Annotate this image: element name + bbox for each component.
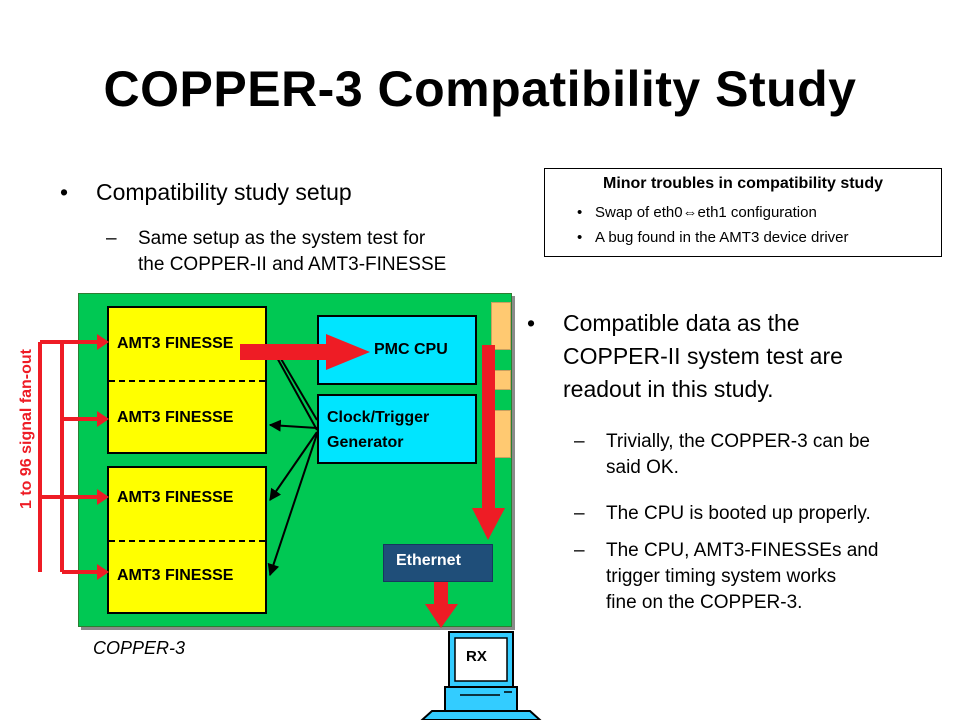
trouble-item: • A bug found in the AMT3 device driver bbox=[577, 229, 849, 246]
dash: – bbox=[574, 431, 585, 452]
sub-bullet-fine: – The CPU, AMT3-FINESSEs and trigger tim… bbox=[574, 538, 879, 616]
clock-line bbox=[269, 431, 318, 501]
finesse-label-3: AMT3 FINESSE bbox=[117, 489, 234, 506]
bullet-line: readout in this study. bbox=[563, 376, 774, 402]
finesse-divider bbox=[109, 540, 265, 542]
cpu-to-ethernet-arrow bbox=[472, 345, 505, 540]
finesse-label-4: AMT3 FINESSE bbox=[117, 567, 234, 584]
link-line bbox=[276, 351, 318, 421]
finesse-label-2: AMT3 FINESSE bbox=[117, 409, 234, 426]
bullet-dot: • bbox=[577, 204, 583, 221]
sub-bullet-line: trigger timing system works bbox=[606, 566, 837, 587]
finesse-label-1: AMT3 FINESSE bbox=[117, 335, 234, 352]
fanout-lines bbox=[38, 340, 100, 574]
clock-trigger-line: Clock/Trigger bbox=[327, 409, 430, 426]
bullet-setup-text: Compatibility study setup bbox=[96, 179, 352, 205]
sub-bullet-setup: – Same setup as the system test for the … bbox=[106, 226, 447, 278]
bullet-setup: • Compatibility study setup bbox=[60, 176, 352, 209]
pmc-cpu-label: PMC CPU bbox=[374, 341, 448, 358]
trouble-item-text: A bug found in the AMT3 device driver bbox=[595, 229, 849, 246]
dash: – bbox=[106, 228, 117, 249]
sub-bullet-line: fine on the COPPER-3. bbox=[606, 592, 803, 613]
dash: – bbox=[574, 540, 585, 561]
clock-line bbox=[267, 433, 318, 577]
bullet-dot: • bbox=[577, 229, 583, 246]
minor-troubles-title: Minor troubles in compatibility study bbox=[602, 175, 883, 192]
clock-trigger-box bbox=[317, 394, 477, 464]
sub-bullet-line: Trivially, the COPPER-3 can be bbox=[606, 431, 870, 452]
bullet-compatible: • Compatible data as the COPPER-II syste… bbox=[527, 307, 953, 406]
sub-bullet-line: said OK. bbox=[606, 457, 679, 478]
sub-bullet-line: The CPU, AMT3-FINESSEs and bbox=[606, 540, 879, 561]
fanout-label: 1 to 96 signal fan-out bbox=[18, 349, 35, 510]
board-label: COPPER-3 bbox=[93, 638, 186, 658]
dash: – bbox=[574, 503, 585, 524]
sub-bullet-cpu-booted: – The CPU is booted up properly. bbox=[574, 501, 871, 527]
clock-trigger-line: Generator bbox=[327, 434, 404, 451]
ethernet-box bbox=[383, 544, 493, 582]
trouble-item-text: Swap of eth0⇔eth1 configuration bbox=[595, 204, 817, 221]
page-title: COPPER-3 Compatibility Study bbox=[103, 61, 857, 117]
bullet-dot: • bbox=[60, 179, 69, 205]
data-arrow bbox=[240, 334, 370, 370]
sub-bullet-trivially: – Trivially, the COPPER-3 can be said OK… bbox=[574, 429, 870, 481]
minor-troubles-box: Minor troubles in compatibility study • … bbox=[544, 168, 942, 257]
sub-bullet-line: Same setup as the system test for bbox=[138, 228, 426, 249]
ethernet-to-rx-arrow bbox=[425, 582, 458, 628]
connector-strip bbox=[491, 302, 511, 350]
bullet-line: COPPER-II system test are bbox=[563, 343, 843, 369]
ethernet-label: Ethernet bbox=[396, 552, 461, 569]
clock-line bbox=[268, 419, 318, 432]
rx-terminal-icon bbox=[420, 631, 542, 720]
clock-trigger-label: Clock/Trigger Generator bbox=[327, 405, 429, 455]
sub-bullet-line: the COPPER-II and AMT3-FINESSE bbox=[138, 254, 447, 275]
bullet-line: Compatible data as the bbox=[563, 310, 800, 336]
trouble-item: • Swap of eth0⇔eth1 configuration bbox=[577, 204, 817, 221]
finesse-divider bbox=[109, 380, 265, 382]
sub-bullet-line: The CPU is booted up properly. bbox=[606, 503, 871, 524]
fanout-arrowheads bbox=[97, 334, 109, 580]
bullet-dot: • bbox=[527, 310, 536, 336]
rx-label: RX bbox=[466, 648, 487, 665]
